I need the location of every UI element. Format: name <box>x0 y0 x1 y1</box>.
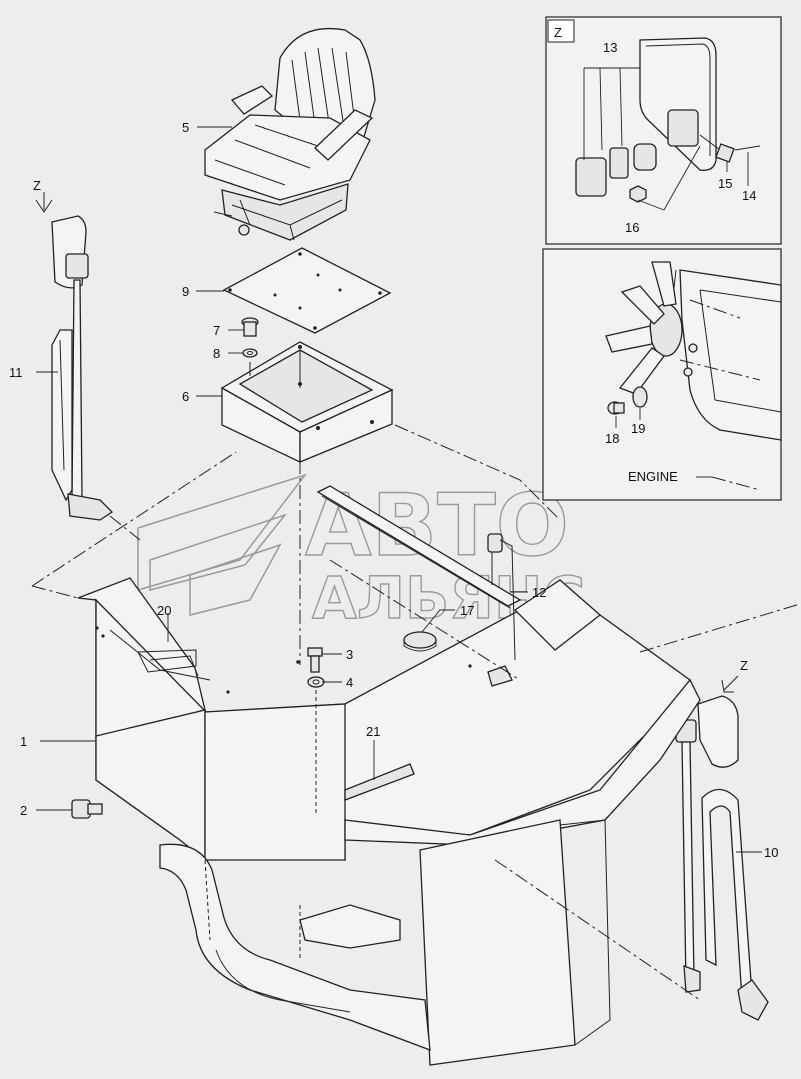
callout-12: 12 <box>532 585 546 600</box>
callout-4: 4 <box>346 675 353 690</box>
callout-18: 18 <box>605 431 619 446</box>
callout-19: 19 <box>631 421 645 436</box>
mirror-bracket <box>667 109 699 147</box>
clamp-piece-b <box>609 147 629 179</box>
callout-5: 5 <box>182 120 189 135</box>
inset-mirror-detail: Z 13 15 14 16 <box>545 16 782 245</box>
callout-21: 21 <box>366 724 380 739</box>
seat-plate: 9 <box>182 247 392 334</box>
clamp-piece-c <box>633 143 657 171</box>
engine-label: ENGINE <box>628 469 678 484</box>
seat-suspension <box>221 183 349 241</box>
seat-armrest-right <box>314 109 374 161</box>
bolt-2: 2 <box>20 799 103 819</box>
nut-16-part <box>629 185 647 203</box>
assembly-lines <box>31 362 801 1001</box>
callout-3: 3 <box>346 647 353 662</box>
callout-10: 10 <box>764 845 778 860</box>
callout-15: 15 <box>718 176 732 191</box>
callout-16: 16 <box>625 220 639 235</box>
seat: 5 <box>182 27 376 241</box>
callout-20: 20 <box>157 603 171 618</box>
mirror-right: Z 10 <box>675 658 778 1021</box>
bolt-7-washer-8: 7 8 <box>213 317 259 361</box>
watermark-logo-mark <box>137 473 308 616</box>
main-frame: 1 <box>20 577 701 1066</box>
callout-6: 6 <box>182 389 189 404</box>
mirror-left: Z 11 <box>9 178 114 521</box>
cap-17: 17 <box>403 603 474 652</box>
callout-8: 8 <box>213 346 220 361</box>
engine-block <box>679 269 782 441</box>
seat-stand: 6 <box>182 341 394 464</box>
callout-9: 9 <box>182 284 189 299</box>
view-marker-left: Z <box>33 178 41 193</box>
view-marker-right: Z <box>740 658 748 673</box>
inset-view-marker: Z <box>554 25 562 40</box>
lower-body <box>159 843 431 1051</box>
bolt-15-part <box>715 143 735 163</box>
callout-1: 1 <box>20 734 27 749</box>
fan <box>605 261 683 395</box>
callout-7: 7 <box>213 323 220 338</box>
callout-13: 13 <box>603 40 617 55</box>
callout-14: 14 <box>742 188 756 203</box>
clamp-piece-a <box>575 157 607 197</box>
plug-19-part <box>632 386 648 408</box>
callout-2: 2 <box>20 803 27 818</box>
callout-17: 17 <box>460 603 474 618</box>
inset-view-marker-box <box>547 19 575 43</box>
inset-engine-detail: 18 19 ENGINE <box>542 248 782 501</box>
bolt-3-washer-4: 3 4 <box>307 647 353 690</box>
mats: 20 21 <box>157 603 415 801</box>
seat-armrest-left <box>230 85 274 115</box>
callout-11: 11 <box>9 365 23 380</box>
